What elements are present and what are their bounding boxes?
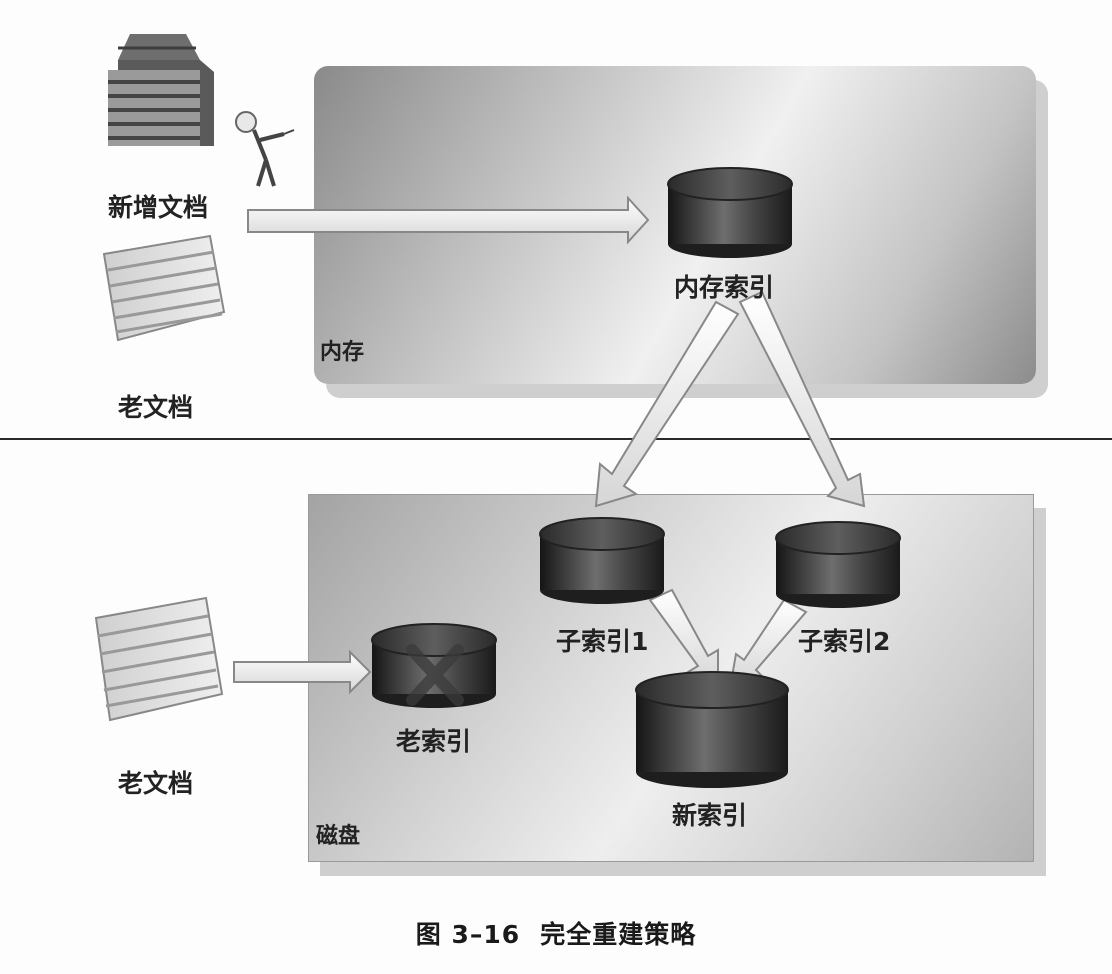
worker-figure-icon [235, 111, 295, 187]
memory-index-cylinder [667, 167, 793, 258]
memory-index-label: 内存索引 [674, 273, 775, 302]
arrow-memory-to-sub-index-2 [738, 290, 866, 508]
sub-index-2-label: 子索引2 [798, 627, 891, 656]
new-index-cylinder [635, 671, 789, 788]
old-docs-disk-label: 老文档 [118, 769, 194, 798]
sub-index-2-cylinder [775, 521, 901, 608]
memory-region-label: 内存 [320, 340, 365, 365]
paper-stack-disk-icon [94, 596, 224, 722]
old-docs-label: 老文档 [118, 393, 194, 422]
arrow-sub-index-1-to-new-index [648, 588, 719, 688]
new-index-label: 新索引 [672, 801, 748, 830]
memory-disk-divider [0, 438, 1112, 440]
sub-index-1-cylinder [539, 517, 665, 604]
arrow-old-docs-to-old-index [233, 649, 372, 695]
delete-cross-icon [406, 644, 464, 706]
new-docs-label: 新增文档 [108, 193, 209, 222]
old-index-label: 老索引 [396, 727, 472, 756]
arrow-new-docs-to-memory-index [247, 195, 650, 245]
paper-stack-icon [102, 234, 226, 342]
sub-index-1-label: 子索引1 [556, 627, 649, 656]
disk-region-label: 磁盘 [316, 824, 361, 849]
figure-number: 图 3–16 [415, 920, 521, 949]
figure-title: 完全重建策略 [540, 920, 697, 949]
document-cabinet-icon [108, 34, 214, 146]
figure-caption: 图 3–16 完全重建策略 [0, 915, 1112, 951]
arrow-memory-to-sub-index-1 [594, 300, 740, 508]
